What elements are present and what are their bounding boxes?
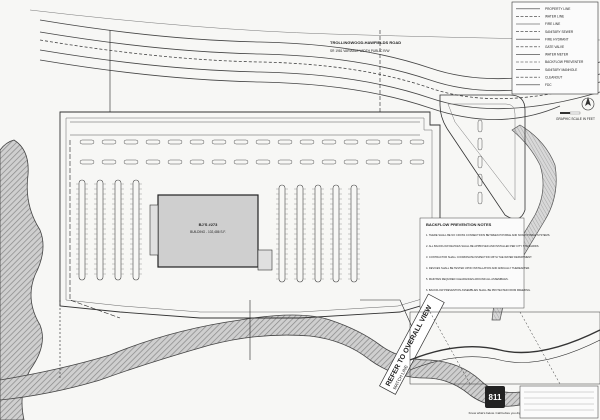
detail-inset <box>409 311 600 385</box>
parking-island <box>76 179 88 281</box>
title-block <box>519 385 599 419</box>
legend-row: CLEANOUT <box>516 75 562 79</box>
road-corridor <box>29 9 600 120</box>
parking-island <box>477 191 483 205</box>
parking-island <box>255 159 271 165</box>
parking-island <box>477 119 483 133</box>
parking-island <box>211 139 227 145</box>
backflow-title: BACKFLOW PREVENTION NOTES <box>426 222 492 227</box>
parking-island <box>477 173 483 187</box>
parking-island <box>365 139 381 145</box>
parking-island <box>409 159 425 165</box>
parking-island <box>167 139 183 145</box>
parking-island <box>101 159 117 165</box>
parking-island <box>387 159 403 165</box>
legend-row: SANITARY MANHOLE <box>516 68 577 72</box>
parking-island <box>123 159 139 165</box>
legend-row: GATE VALVE <box>516 45 564 49</box>
backflow-note: 6. BACKFLOW PREVENTION ASSEMBLIES SHALL … <box>426 288 531 292</box>
legend-row: WATER METER <box>516 53 569 57</box>
parking-island <box>330 184 342 283</box>
parking-island <box>189 159 205 165</box>
parking-island <box>123 139 139 145</box>
road-name: TROLLINGWOOD-HAWFIELDS ROAD <box>330 40 401 45</box>
parking-island <box>348 184 360 283</box>
parking-island <box>343 159 359 165</box>
parking-island <box>299 159 315 165</box>
building-subtitle: BUILDING - 102,486 S.F. <box>190 230 226 234</box>
legend-row: FIRE HYDRANT <box>516 37 569 41</box>
legend-row: WATER LINE <box>516 15 564 19</box>
parking-island <box>101 139 117 145</box>
legend-row: SANITARY SEWER <box>516 30 574 34</box>
parking-island <box>299 139 315 145</box>
stream-left <box>0 139 44 420</box>
legend-label: SANITARY MANHOLE <box>545 68 577 72</box>
legend-label: WATER LINE <box>545 15 564 19</box>
legend-label: FIRE LINE <box>545 22 560 26</box>
parking-island <box>321 139 337 145</box>
call-811-badge: 811 Know what's below. Call before you d… <box>469 386 522 415</box>
parking-island <box>477 155 483 169</box>
parking-lot-outline <box>59 111 441 319</box>
legend-label: BACKFLOW PREVENTER <box>545 60 584 64</box>
parking-island <box>409 139 425 145</box>
parking-island <box>94 179 106 281</box>
parking-island <box>277 159 293 165</box>
backflow-notes: BACKFLOW PREVENTION NOTES 1. THERE SHALL… <box>419 217 550 309</box>
parking-island <box>112 179 124 281</box>
backflow-note: 2. ALL BACKFLOW DEVICES SHALL BE APPROVE… <box>426 244 540 248</box>
parking-island <box>477 137 483 151</box>
legend-label: FIRE HYDRANT <box>545 37 569 41</box>
parking-island <box>321 159 337 165</box>
parking-island <box>365 159 381 165</box>
legend-label: GATE VALVE <box>545 45 564 49</box>
top-parking-row <box>70 121 420 136</box>
parking-island <box>167 159 183 165</box>
backflow-note: 5. MAINTAIN REQUIRED CLEARANCES AROUND A… <box>426 277 509 281</box>
badge-text: Know what's below. Call before you dig. <box>469 411 522 415</box>
parking-island <box>79 159 95 165</box>
badge-number: 811 <box>489 393 502 402</box>
parking-island <box>387 139 403 145</box>
parking-island <box>211 159 227 165</box>
graphic-scale: GRAPHIC SCALE IN FEET <box>556 97 595 121</box>
backflow-note: 4. DEVICES SHALL BE TESTED UPON INSTALLA… <box>426 266 530 270</box>
backflow-note: 1. THERE SHALL BE NO CROSS CONNECTIONS B… <box>426 233 550 237</box>
backflow-note: 3. CONTRACTOR SHALL COORDINATE INSPECTIO… <box>426 255 532 259</box>
building-title: BJ'S #273 <box>199 222 219 227</box>
parking-island <box>343 139 359 145</box>
legend-label: SANITARY SEWER <box>545 30 574 34</box>
legend-row: FIRE LINE <box>516 22 560 26</box>
parking-island <box>255 139 271 145</box>
parking-island <box>294 184 306 283</box>
parking-islands <box>76 119 483 283</box>
scale-label: GRAPHIC SCALE IN FEET <box>556 117 595 121</box>
parking-island <box>233 139 249 145</box>
legend-label: CLEANOUT <box>545 75 562 79</box>
road-subtitle: SR 1981 VARIABLE WIDTH PUBLIC R/W <box>330 49 389 53</box>
legend-label: PROPERTY LINE <box>545 7 570 11</box>
parking-island <box>312 184 324 283</box>
legend-label: WATER METER <box>545 53 569 57</box>
parking-island <box>79 139 95 145</box>
building: BJ'S #273 BUILDING - 102,486 S.F. <box>149 194 273 271</box>
legend-row: FDC <box>516 83 552 87</box>
parking-island <box>145 159 161 165</box>
legend-row: BACKFLOW PREVENTER <box>516 60 584 64</box>
parking-island <box>276 184 288 283</box>
parking-island <box>277 139 293 145</box>
parking-island <box>145 139 161 145</box>
parking-island <box>233 159 249 165</box>
legend-label: FDC <box>545 83 552 87</box>
parking-island <box>130 179 142 281</box>
legend: PROPERTY LINE WATER LINE FIRE LINE SANITARY… <box>511 1 599 95</box>
parking-island <box>189 139 205 145</box>
legend-row: PROPERTY LINE <box>516 7 570 11</box>
